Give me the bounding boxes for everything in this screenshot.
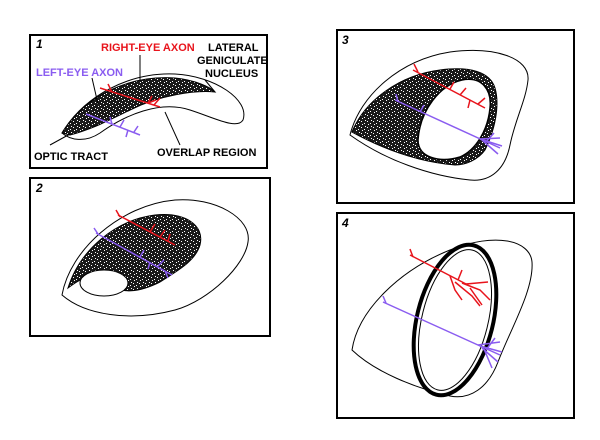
label-overlap-region: OVERLAP REGION (157, 147, 256, 159)
panel-3-right-eye-axon (412, 63, 486, 109)
label-left-eye-axon: LEFT-EYE AXON (36, 67, 123, 79)
label-lateral: LATERAL (208, 42, 259, 54)
panel-4: 4 (336, 212, 575, 419)
panel-1-number: 1 (36, 37, 43, 51)
panel-2-inner-gap (79, 269, 129, 297)
panel-4-right-eye-axon (409, 248, 491, 307)
label-geniculate: GENICULATE (197, 55, 268, 67)
panel-1-leader-lines (49, 55, 216, 146)
panel-1: 1 RIGHT-EYE AXON LEFT-EYE AXON LATERAL G… (29, 34, 268, 169)
label-right-eye-axon: RIGHT-EYE AXON (101, 42, 195, 54)
panel-2-right-eye-axon (115, 209, 176, 246)
panel-4-left-eye-axon (382, 295, 503, 369)
panel-2-number: 2 (35, 181, 43, 195)
panel-4-lamina-inner (418, 249, 492, 391)
panel-2: 2 (29, 177, 271, 337)
panel-1-left-eye-axon (85, 113, 141, 138)
panel-3-number: 3 (342, 33, 349, 47)
label-nucleus: NUCLEUS (205, 68, 258, 80)
panel-3-inner-gap (417, 78, 491, 161)
panel-4-number: 4 (341, 216, 349, 230)
panel-3-left-eye-axon (394, 93, 503, 155)
panel-1-right-eye-axon (99, 83, 161, 108)
label-optic-tract: OPTIC TRACT (34, 151, 108, 163)
panel-2-left-eye-axon (93, 227, 173, 279)
panel-3: 3 (336, 29, 575, 204)
